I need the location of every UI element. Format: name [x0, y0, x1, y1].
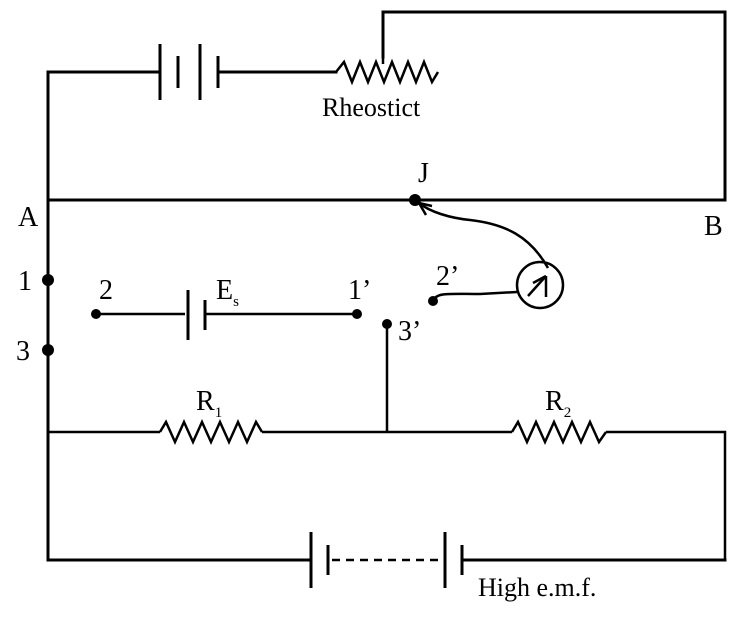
galvanometer	[515, 260, 565, 310]
high-emf-label: High e.m.f.	[478, 573, 596, 602]
es-label: Es	[216, 275, 239, 310]
jockey-arrowhead	[416, 201, 433, 216]
label-3-prime: 3’	[398, 316, 421, 347]
label-B: B	[704, 211, 723, 242]
terminal-1	[42, 274, 54, 286]
label-2-prime: 2’	[436, 261, 459, 292]
driver-battery	[158, 44, 220, 100]
top-loop-wires	[46, 10, 727, 202]
standard-cell-branch	[91, 290, 362, 340]
label-J: J	[418, 158, 429, 189]
galvanometer-lead	[431, 290, 518, 302]
resistor-branch	[48, 418, 727, 560]
terminal-3	[42, 344, 54, 356]
high-emf-battery	[46, 532, 727, 588]
jockey-lead	[418, 202, 550, 269]
rheostat-label: Rheostict	[322, 93, 421, 122]
label-3: 3	[16, 336, 30, 367]
r1-label: R1	[196, 386, 222, 421]
label-2: 2	[99, 275, 113, 306]
label-1: 1	[18, 266, 32, 297]
r2-label: R2	[545, 386, 571, 421]
label-1-prime: 1’	[348, 275, 371, 306]
rheostat	[335, 57, 440, 86]
label-A: A	[18, 202, 39, 233]
